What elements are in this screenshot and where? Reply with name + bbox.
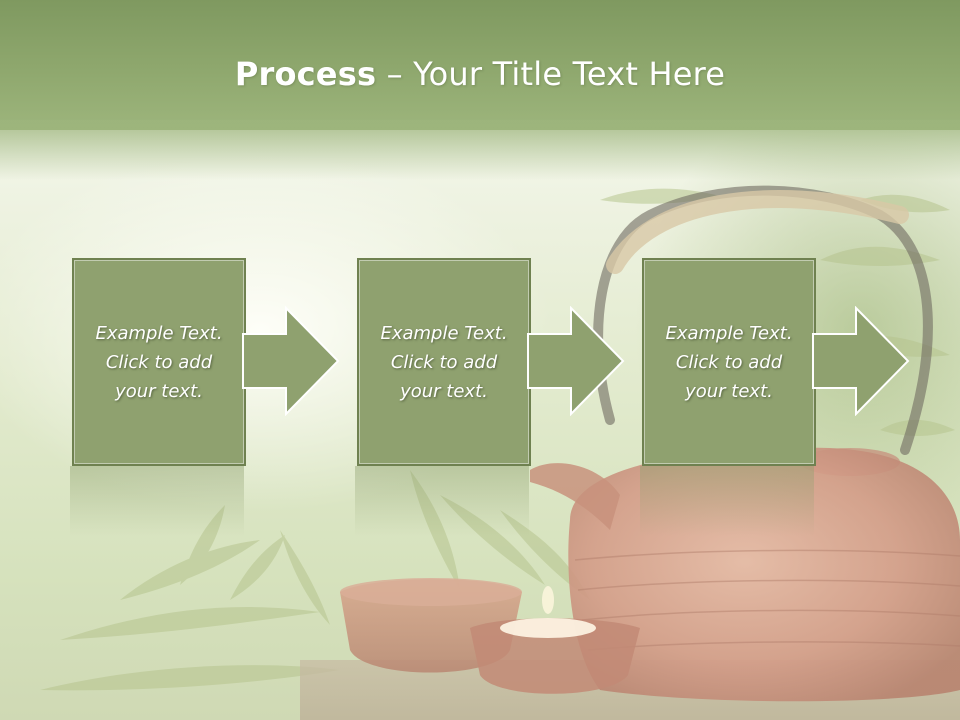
step-text-line: your text.	[115, 380, 203, 402]
process-step-3-text: Example Text. Click to add your text.	[649, 319, 809, 406]
step-text-line: Click to add	[105, 351, 213, 373]
process-arrow-3[interactable]	[812, 306, 910, 416]
tea-cup-right	[470, 618, 640, 694]
candle-glow	[500, 618, 596, 638]
step-text-line: Example Text.	[665, 322, 793, 344]
teapot-body	[568, 447, 960, 702]
step-text-line: Click to add	[390, 351, 498, 373]
process-arrow-1[interactable]	[242, 306, 340, 416]
step-text-line: your text.	[685, 380, 773, 402]
process-step-3[interactable]: Example Text. Click to add your text.	[642, 258, 816, 466]
process-step-1[interactable]: Example Text. Click to add your text.	[72, 258, 246, 466]
step-text-line: Example Text.	[95, 322, 223, 344]
process-step-3-reflection	[640, 466, 814, 536]
title-bold: Process	[234, 55, 377, 93]
process-step-2[interactable]: Example Text. Click to add your text.	[357, 258, 531, 466]
process-step-2-text: Example Text. Click to add your text.	[364, 319, 524, 406]
process-step-1-text: Example Text. Click to add your text.	[79, 319, 239, 406]
header-band	[0, 0, 960, 130]
process-step-1-reflection	[70, 466, 244, 536]
slide-title[interactable]: Process – Your Title Text Here	[0, 52, 960, 96]
teapot-spout	[530, 463, 620, 530]
process-arrow-2[interactable]	[527, 306, 625, 416]
step-text-line: your text.	[400, 380, 488, 402]
step-text-line: Click to add	[675, 351, 783, 373]
header-fade	[0, 120, 960, 180]
title-rest: – Your Title Text Here	[376, 55, 726, 93]
step-text-line: Example Text.	[380, 322, 508, 344]
process-step-2-reflection	[355, 466, 529, 536]
